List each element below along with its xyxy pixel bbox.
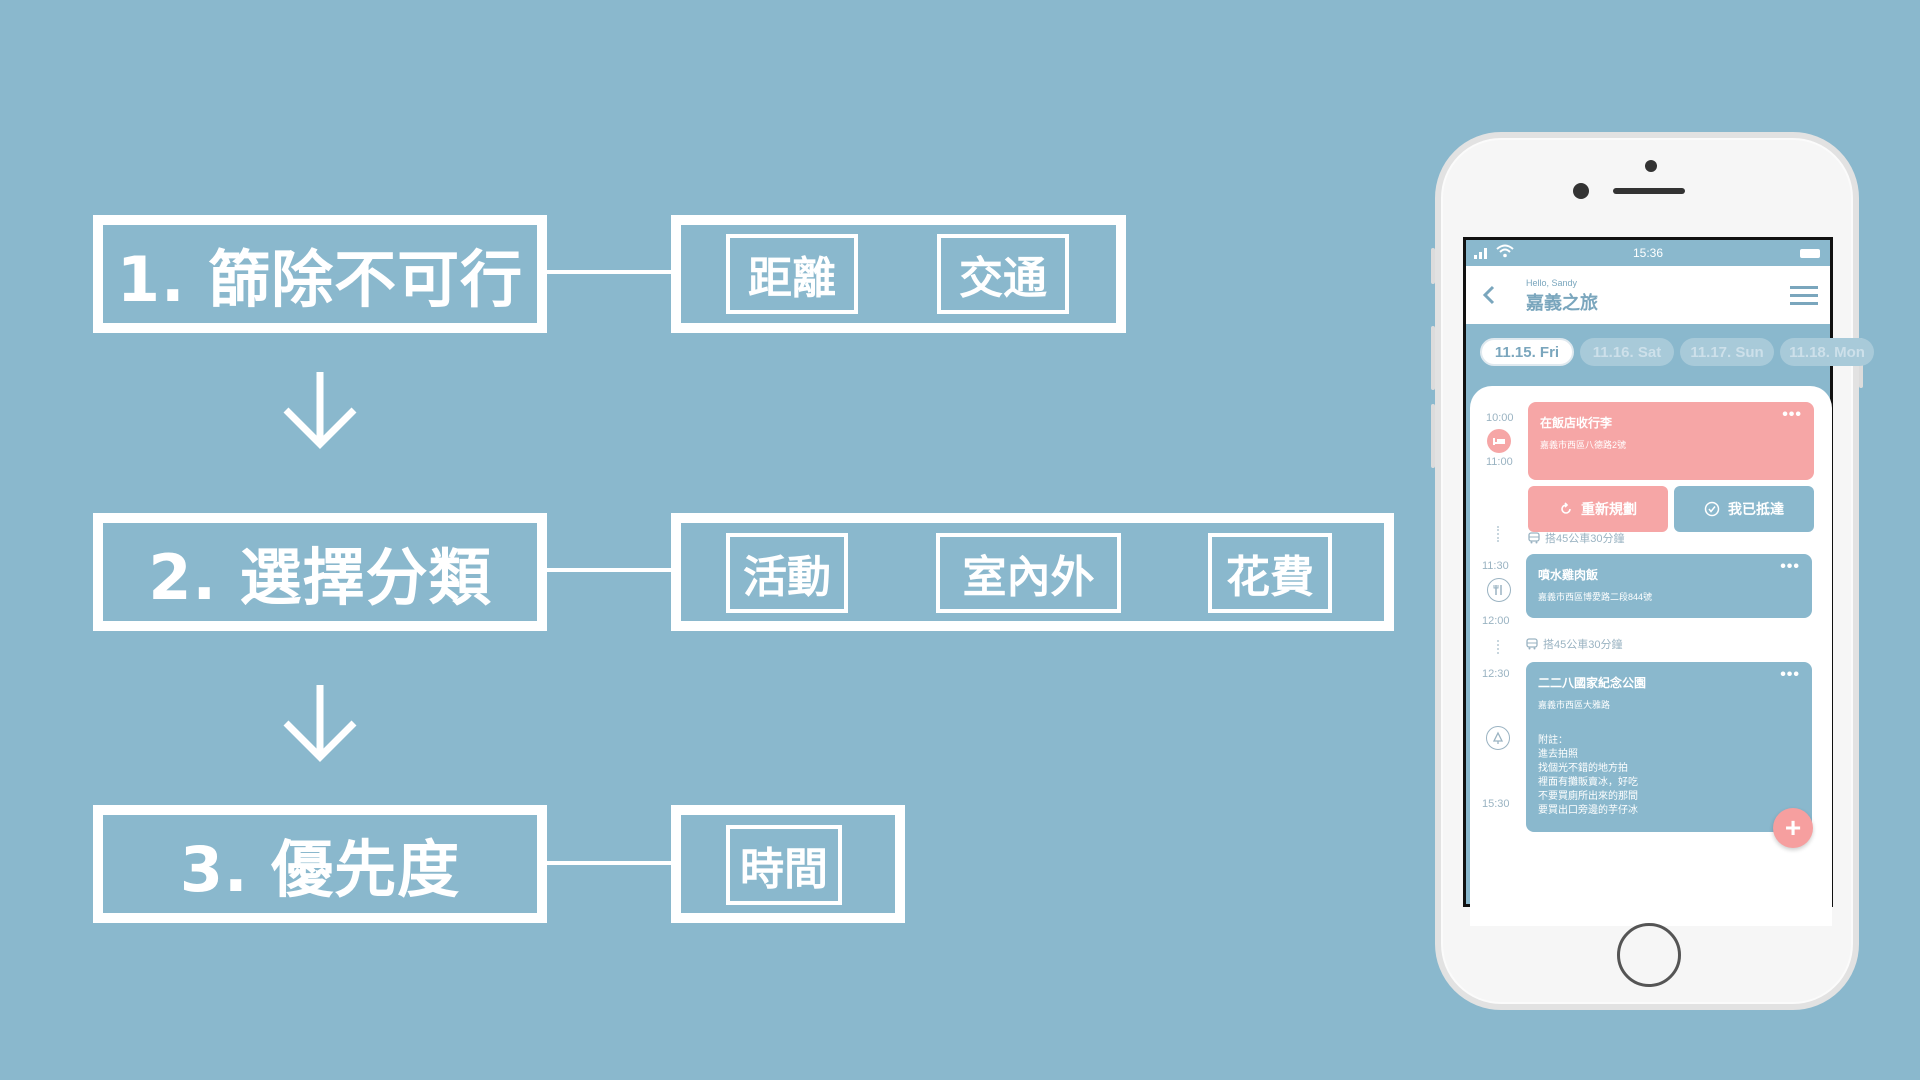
timeline-panel: 10:00 11:00 11:30 12:00 12:30 15:30 在飯店收… — [1470, 386, 1832, 926]
greeting: Hello, Sandy — [1526, 278, 1578, 288]
tag-distance-label: 距離 — [748, 253, 836, 304]
step-1-label: 1. 篩除不可行 — [116, 243, 524, 316]
chevron-left-icon[interactable] — [1480, 284, 1498, 306]
time-label: 11:30 — [1482, 560, 1509, 572]
battery-icon — [1800, 249, 1820, 258]
restaurant-icon — [1487, 578, 1511, 602]
more-icon[interactable]: ••• — [1780, 558, 1800, 575]
wifi-icon — [1496, 244, 1514, 258]
tree-park-icon — [1486, 726, 1510, 750]
tag-transport-label: 交通 — [959, 253, 1047, 304]
tag-cost: 花費 — [1208, 533, 1332, 613]
step-3-label: 3. 優先度 — [179, 833, 461, 906]
date-tab-4[interactable]: 11.18. Mon — [1780, 338, 1874, 366]
bus-icon — [1526, 638, 1538, 650]
step-3-tags-box — [671, 805, 905, 923]
step-1-tags-box — [671, 215, 1126, 333]
hotel-bed-icon — [1487, 429, 1511, 453]
tag-distance: 距離 — [726, 234, 858, 314]
connector-3 — [547, 861, 672, 865]
replan-label: 重新規劃 — [1581, 501, 1637, 517]
check-circle-icon — [1704, 501, 1720, 517]
transport-info: 搭45公車30分鐘 — [1528, 530, 1624, 546]
card-address: 嘉義市西區大雅路 — [1538, 700, 1611, 710]
home-button[interactable] — [1617, 923, 1681, 987]
date-tab-2[interactable]: 11.16. Sat — [1580, 338, 1674, 366]
nav-bar: Hello, Sandy 嘉義之旅 — [1466, 266, 1830, 324]
note-line: 要買出口旁邊的芋仔冰 — [1538, 805, 1638, 816]
card-title: 在飯店收行李 — [1540, 416, 1613, 430]
transport-label: 搭45公車30分鐘 — [1543, 639, 1623, 651]
phone-sensor — [1645, 160, 1657, 172]
time-label: 10:00 — [1486, 412, 1514, 424]
phone-speaker — [1613, 188, 1685, 194]
phone-side-button — [1431, 326, 1435, 390]
trip-title: 嘉義之旅 — [1526, 293, 1598, 313]
note-line: 不要買廁所出來的那間 — [1538, 791, 1638, 802]
step-2-tags-box — [671, 513, 1394, 631]
time-label: 12:30 — [1482, 668, 1510, 680]
note-line: 進去拍照 — [1538, 749, 1578, 760]
more-icon[interactable]: ••• — [1782, 406, 1802, 423]
note-line: 找個光不錯的地方拍 — [1538, 763, 1628, 774]
step-1-box: 1. 篩除不可行 — [93, 215, 547, 333]
add-button[interactable]: + — [1773, 808, 1813, 848]
tag-indoor-outdoor: 室內外 — [936, 533, 1121, 613]
time-label: 15:30 — [1482, 798, 1510, 810]
tag-time-label: 時間 — [740, 844, 828, 895]
tag-cost-label: 花費 — [1226, 552, 1314, 603]
date-tab-3[interactable]: 11.17. Sun — [1680, 338, 1774, 366]
note-line: 附註： — [1538, 735, 1568, 746]
tag-activity-label: 活動 — [743, 552, 831, 603]
timeline-dots — [1497, 640, 1501, 654]
schedule-card-hotel[interactable]: 在飯店收行李 嘉義市西區八德路2號 ••• — [1528, 402, 1814, 480]
phone-side-button — [1431, 248, 1435, 284]
schedule-card-restaurant[interactable]: 噴水雞肉飯 嘉義市西區博愛路二段844號 ••• — [1526, 554, 1812, 618]
hamburger-menu-icon[interactable] — [1790, 284, 1818, 306]
replan-button[interactable]: 重新規劃 — [1528, 486, 1668, 532]
card-title: 噴水雞肉飯 — [1538, 568, 1599, 582]
arrow-down-icon — [283, 685, 357, 762]
phone-mockup: 15:36 Hello, Sandy 嘉義之旅 11.15. Fri 11.16… — [1431, 132, 1874, 1010]
step-3-box: 3. 優先度 — [93, 805, 547, 923]
phone-camera — [1573, 183, 1589, 199]
tag-transport: 交通 — [937, 234, 1069, 314]
step-2-box: 2. 選擇分類 — [93, 513, 547, 631]
more-icon[interactable]: ••• — [1780, 666, 1800, 683]
phone-screen: 15:36 Hello, Sandy 嘉義之旅 11.15. Fri 11.16… — [1463, 237, 1874, 926]
card-title: 二二八國家紀念公園 — [1538, 676, 1647, 690]
status-bar: 15:36 — [1466, 240, 1830, 266]
status-time: 15:36 — [1632, 246, 1664, 260]
card-address: 嘉義市西區八德路2號 — [1540, 440, 1627, 450]
connector-2 — [547, 568, 672, 572]
transport-label: 搭45公車30分鐘 — [1545, 533, 1625, 545]
date-tab-1[interactable]: 11.15. Fri — [1480, 338, 1574, 366]
timeline-dots — [1497, 526, 1501, 542]
card-address: 嘉義市西區博愛路二段844號 — [1538, 592, 1653, 602]
time-label: 11:00 — [1486, 456, 1513, 468]
step-2-label: 2. 選擇分類 — [148, 541, 492, 614]
signal-icon — [1474, 248, 1487, 259]
arrow-down-icon — [283, 372, 357, 449]
tag-activity: 活動 — [726, 533, 848, 613]
arrived-label: 我已抵達 — [1728, 501, 1784, 517]
schedule-card-park[interactable]: 二二八國家紀念公園 嘉義市西區大雅路 ••• 附註： 進去拍照 找個光不錯的地方… — [1526, 662, 1812, 832]
note-line: 裡面有攤販賣冰，好吃 — [1538, 777, 1638, 788]
tag-indoor-outdoor-label: 室內外 — [962, 552, 1095, 603]
refresh-icon — [1561, 502, 1571, 514]
arrived-button[interactable]: 我已抵達 — [1674, 486, 1814, 532]
tag-time: 時間 — [726, 825, 842, 905]
phone-side-button — [1431, 404, 1435, 468]
transport-info: 搭45公車30分鐘 — [1526, 636, 1622, 652]
card-note: 附註： 進去拍照 找個光不錯的地方拍 裡面有攤販賣冰，好吃 不要買廁所出來的那間… — [1538, 734, 1638, 818]
time-label: 12:00 — [1482, 615, 1510, 627]
bus-icon — [1528, 532, 1540, 544]
connector-1 — [547, 270, 672, 274]
